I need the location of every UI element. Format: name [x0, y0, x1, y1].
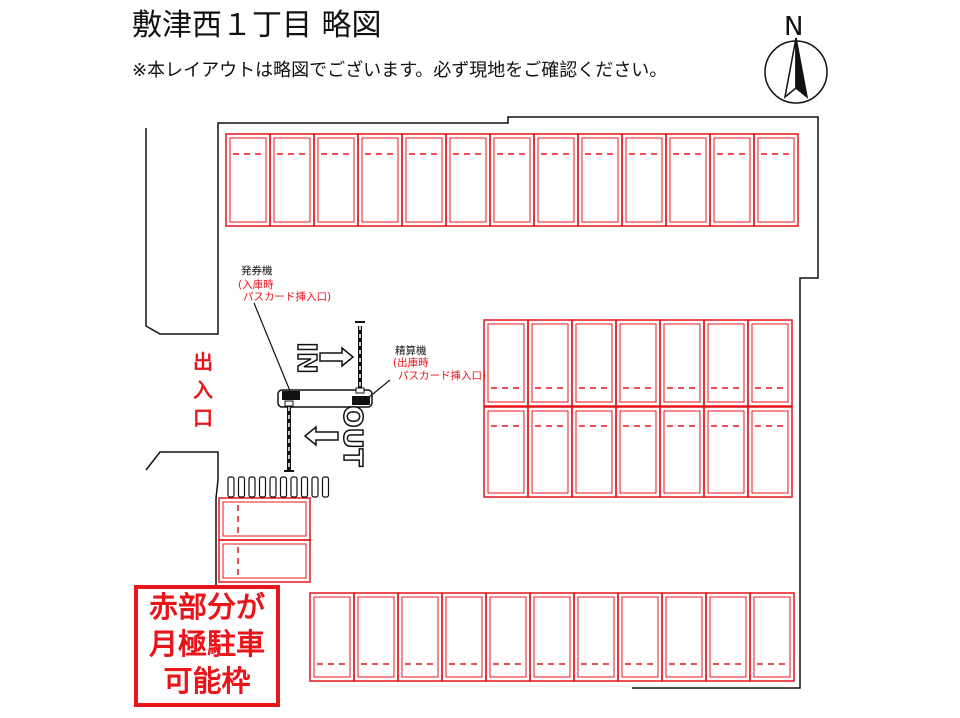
parking-space — [617, 592, 663, 682]
parking-space — [571, 319, 617, 407]
north-arrow-icon — [764, 37, 828, 104]
ticket-machine-line2: パスカード挿入口) — [243, 290, 331, 303]
parking-space — [483, 319, 529, 407]
ticket-machine-line1: (入庫時 — [238, 278, 274, 291]
parking-space — [749, 592, 795, 682]
entrance-label: 出 入 口 — [193, 350, 213, 430]
bottom-parking-row — [309, 592, 795, 682]
crosswalk-stripe — [258, 476, 267, 498]
parking-space — [753, 133, 799, 227]
map-title: 敷津西１丁目 略図 — [132, 8, 382, 43]
left-parking-block — [218, 497, 311, 583]
crosswalk-stripe — [227, 476, 235, 498]
parking-space — [489, 133, 535, 227]
parking-space — [445, 133, 491, 227]
parking-space — [747, 406, 793, 498]
out-marking: OUT — [337, 406, 367, 467]
in-marking: IN — [291, 342, 321, 373]
gate-island — [277, 387, 373, 408]
top-parking-row — [225, 133, 799, 227]
exit-gate-bar — [355, 321, 365, 388]
parking-space — [401, 133, 447, 227]
parking-space — [353, 592, 399, 682]
parking-space — [577, 133, 623, 227]
in-arrow-icon — [319, 346, 355, 368]
crosswalk-stripes — [227, 476, 330, 498]
parking-space — [661, 592, 707, 682]
parking-space — [665, 133, 711, 227]
crosswalk-stripe — [321, 476, 330, 498]
crosswalk-stripe — [290, 476, 298, 498]
parking-space — [529, 592, 575, 682]
entrance-char-3: 口 — [193, 406, 213, 430]
parking-space — [533, 133, 579, 227]
crosswalk-stripe — [300, 476, 309, 498]
crosswalk-stripe — [279, 476, 288, 498]
parking-space — [621, 133, 667, 227]
monthly-parking-notice: 赤部分が 月極駐車 可能枠 — [134, 585, 280, 707]
out-arrow-icon — [303, 425, 339, 447]
parking-space — [269, 133, 315, 227]
parking-space — [659, 406, 705, 498]
payment-machine-label: 精算機 (出庫時 パスカード挿入口) — [393, 344, 486, 382]
ticket-machine-leader — [253, 302, 291, 392]
lot-boundary — [145, 116, 819, 689]
parking-space — [357, 133, 403, 227]
payment-machine-line1: (出庫時 — [393, 356, 429, 369]
parking-space — [615, 406, 661, 498]
entry-gate-bar — [284, 407, 294, 472]
parking-space — [225, 133, 271, 227]
middle-lower-parking-row — [483, 406, 793, 498]
entrance-char-1: 出 — [193, 350, 213, 374]
parking-space — [485, 592, 531, 682]
parking-space — [571, 406, 617, 498]
ticket-machine-title: 発券機 — [241, 264, 273, 277]
parking-space — [218, 539, 311, 583]
map-note: ※本レイアウトは略図でございます。必ず現地をご確認ください。 — [132, 60, 668, 81]
ticket-machine-icon — [282, 391, 300, 400]
payment-machine-leader — [367, 379, 391, 399]
parking-space — [747, 319, 793, 407]
parking-space — [309, 592, 355, 682]
crosswalk-stripe — [237, 476, 246, 498]
parking-space — [703, 406, 749, 498]
notice-line-2: 月極駐車 — [148, 627, 265, 661]
crosswalk-stripe — [248, 476, 256, 498]
crosswalk-stripe — [269, 476, 277, 498]
parking-space — [527, 319, 573, 407]
entrance-char-2: 入 — [193, 378, 213, 402]
parking-space — [709, 133, 755, 227]
payment-machine-title: 精算機 — [395, 344, 427, 357]
payment-machine-icon — [352, 396, 370, 405]
payment-machine-line2: パスカード挿入口) — [398, 369, 486, 382]
parking-space — [218, 497, 311, 541]
parking-space — [705, 592, 751, 682]
parking-space — [703, 319, 749, 407]
parking-space — [313, 133, 359, 227]
notice-line-3: 可能枠 — [163, 664, 251, 698]
parking-space — [397, 592, 443, 682]
ticket-machine-label: 発券機 (入庫時 パスカード挿入口) — [238, 264, 331, 303]
parking-space — [527, 406, 573, 498]
parking-space — [441, 592, 487, 682]
middle-upper-parking-row — [483, 319, 793, 407]
compass-label: N — [784, 12, 803, 42]
parking-space — [483, 406, 529, 498]
parking-space — [573, 592, 619, 682]
notice-line-1: 赤部分が — [148, 590, 265, 624]
crosswalk-stripe — [311, 476, 319, 498]
parking-space — [659, 319, 705, 407]
parking-space — [615, 319, 661, 407]
